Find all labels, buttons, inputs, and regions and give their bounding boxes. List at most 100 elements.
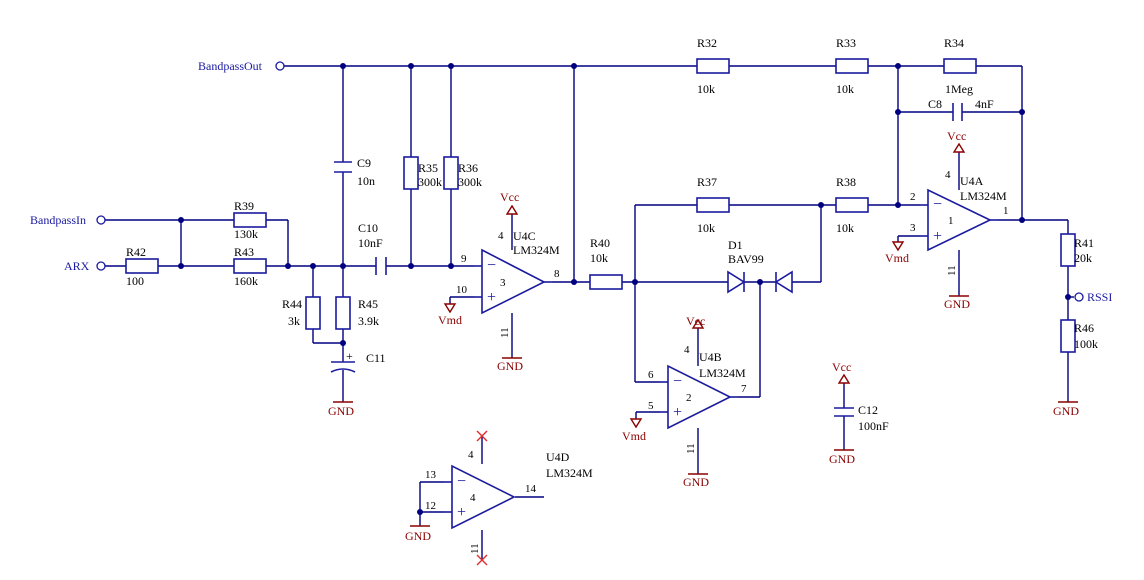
u4c-pin-out: 8: [554, 268, 560, 280]
u4d-unit: 4: [470, 492, 476, 504]
u4c-pin-inv: 9: [461, 253, 467, 265]
gnd-symbol-u4b: GND: [683, 473, 709, 489]
r42-value: 100: [126, 274, 144, 288]
u4c-pin-noninv: 10: [456, 284, 468, 296]
u4d-pin-pwr: 4: [468, 449, 474, 461]
u4d-pin-noninv: 12: [425, 500, 436, 512]
resistor-r36[interactable]: R36 300k: [443, 156, 482, 190]
resistor-r32[interactable]: R32 10k: [696, 36, 730, 96]
capacitor-c8[interactable]: C8 4nF: [928, 97, 994, 121]
vcc-symbol-u4a: Vcc: [947, 129, 966, 153]
r33-ref: R33: [836, 36, 856, 50]
vcc-symbol-c12: Vcc: [832, 360, 851, 384]
r39-value: 130k: [234, 227, 258, 241]
junction-dots: [178, 63, 1071, 515]
u4a-pin-pwr: 4: [945, 169, 951, 181]
u4b-minus: −: [673, 373, 682, 390]
capacitor-c10[interactable]: C10 10nF: [358, 221, 387, 275]
opamp-u4b[interactable]: − + 6 5 7 2 4 11 U4B LM324M: [648, 344, 747, 454]
resistor-r42[interactable]: R42 100: [125, 245, 159, 288]
bandpass-in-label: BandpassIn: [30, 213, 86, 227]
gnd-symbol-u4d: GND: [405, 525, 431, 543]
r38-ref: R38: [836, 175, 856, 189]
u4d-plus: +: [457, 504, 466, 521]
r45-ref: R45: [358, 297, 378, 311]
resistor-r33[interactable]: R33 10k: [835, 36, 869, 96]
resistor-r39[interactable]: R39 130k: [233, 199, 267, 241]
r35-value: 300k: [418, 175, 442, 189]
r36-ref: R36: [458, 161, 478, 175]
vmd-label: Vmd: [885, 251, 909, 265]
u4b-unit: 2: [686, 392, 692, 404]
resistor-r43[interactable]: R43 160k: [233, 245, 267, 288]
port-bandpass-out[interactable]: BandpassOut: [198, 59, 285, 73]
u4a-unit: 1: [948, 215, 954, 227]
resistor-r38[interactable]: R38 10k: [835, 175, 869, 235]
diode-d1[interactable]: D1 BAV99: [727, 238, 793, 294]
c9-ref: C9: [357, 156, 371, 170]
u4b-plus: +: [673, 404, 682, 421]
u4a-pin-noninv: 3: [910, 222, 916, 234]
opamp-u4d[interactable]: − + 13 12 14 4 4 11 U4D LM324M: [425, 430, 593, 566]
u4d-pin-out: 14: [525, 483, 537, 495]
u4c-pin-pwr: 4: [498, 230, 504, 242]
r46-ref: R46: [1074, 321, 1094, 335]
resistor-r37[interactable]: R37 10k: [696, 175, 730, 235]
gnd-label: GND: [683, 475, 709, 489]
resistor-r44[interactable]: R44 3k: [282, 296, 321, 330]
resistor-r46[interactable]: R46 100k: [1060, 319, 1098, 353]
gnd-label: GND: [497, 359, 523, 373]
u4d-pin-inv: 13: [425, 469, 437, 481]
c12-ref: C12: [858, 403, 878, 417]
u4d-value: LM324M: [546, 466, 593, 480]
vmd-symbol-u4b: Vmd: [622, 418, 646, 443]
opamp-u4c[interactable]: − + 9 10 8 3 4 11 U4C LM324M: [456, 229, 560, 338]
capacitor-c9[interactable]: C9 10n: [334, 156, 375, 188]
vcc-symbol-u4c: Vcc: [500, 190, 519, 215]
vcc-label: Vcc: [832, 360, 851, 374]
vcc-label: Vcc: [947, 129, 966, 143]
r33-value: 10k: [836, 82, 854, 96]
r35-ref: R35: [418, 161, 438, 175]
u4c-pin-gnd: 11: [499, 327, 511, 338]
r40-value: 10k: [590, 251, 608, 265]
u4d-minus: −: [457, 473, 466, 490]
gnd-symbol-c12: GND: [829, 449, 855, 466]
r34-ref: R34: [944, 36, 964, 50]
r39-ref: R39: [234, 199, 254, 213]
resistor-r34[interactable]: R34 1Meg: [943, 36, 977, 96]
vcc-symbol-u4b: Vcc: [686, 314, 705, 329]
port-rssi[interactable]: RSSI: [1074, 290, 1112, 304]
c8-value: 4nF: [975, 97, 994, 111]
r37-value: 10k: [697, 221, 715, 235]
resistor-r35[interactable]: R35 300k: [403, 156, 442, 190]
capacitor-c11[interactable]: + C11: [330, 349, 386, 373]
opamp-u4a[interactable]: − + 2 3 1 1 4 11 U4A LM324M: [910, 169, 1009, 276]
capacitor-c12[interactable]: C12 100nF: [834, 403, 889, 433]
gnd-label: GND: [944, 297, 970, 311]
port-bandpass-in[interactable]: BandpassIn: [30, 213, 106, 227]
u4a-plus: +: [933, 228, 942, 245]
u4c-ref: U4C: [513, 229, 536, 243]
resistor-r41[interactable]: R41 20k: [1060, 233, 1094, 267]
u4a-pin-gnd: 11: [946, 265, 958, 276]
gnd-label: GND: [829, 452, 855, 466]
c11-ref: C11: [366, 351, 386, 365]
u4a-value: LM324M: [960, 189, 1007, 203]
u4a-minus: −: [933, 196, 942, 213]
r42-ref: R42: [126, 245, 146, 259]
r36-value: 300k: [458, 175, 482, 189]
resistor-r45[interactable]: R45 3.9k: [335, 296, 379, 330]
gnd-label: GND: [328, 404, 354, 418]
d1-ref: D1: [728, 238, 743, 252]
resistor-r40[interactable]: R40 10k: [589, 236, 623, 290]
u4d-pin-gnd: 11: [469, 543, 481, 554]
port-arx[interactable]: ARX: [64, 259, 106, 273]
gnd-symbol-c11: GND: [328, 401, 354, 418]
r44-value: 3k: [288, 314, 300, 328]
vcc-label: Vcc: [500, 190, 519, 204]
r37-ref: R37: [697, 175, 717, 189]
gnd-symbol-u4a: GND: [944, 295, 970, 311]
c12-value: 100nF: [858, 419, 889, 433]
